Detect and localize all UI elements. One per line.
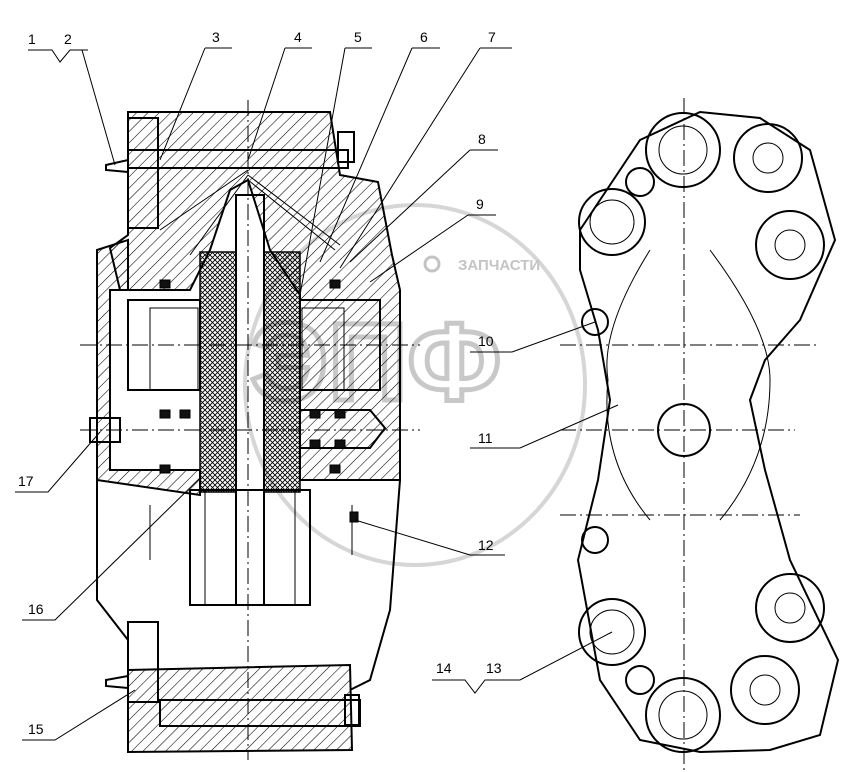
seal-ring bbox=[309, 439, 321, 449]
piston-left bbox=[149, 307, 199, 391]
gear-icon bbox=[423, 255, 441, 273]
cylinder-cone bbox=[299, 409, 387, 449]
caliper-lower-bridge bbox=[127, 663, 354, 754]
callout-5: 5 bbox=[354, 29, 362, 45]
callouts: 1 2 3 4 5 6 7 8 9 10 11 12 14 13 bbox=[15, 29, 619, 741]
disc-hub bbox=[189, 489, 311, 606]
callout-6: 6 bbox=[420, 29, 428, 45]
mount-boss-top-right bbox=[733, 123, 803, 193]
seal-ring bbox=[329, 279, 341, 289]
callout-14: 14 bbox=[436, 660, 452, 676]
callout-3: 3 bbox=[212, 29, 220, 45]
upper-bolt-head bbox=[337, 131, 355, 163]
lower-nut bbox=[127, 621, 159, 703]
caliper-left-wall bbox=[96, 238, 201, 497]
callout-17: 17 bbox=[18, 473, 34, 489]
watermark-brand-text: ЗАПЧАСТИ bbox=[458, 257, 540, 274]
bolt-head-upper bbox=[578, 188, 646, 256]
mount-boss-top-left bbox=[645, 112, 721, 188]
callout-8: 8 bbox=[478, 131, 486, 147]
plug-10 bbox=[581, 308, 609, 336]
bleeder-valve-top bbox=[105, 158, 129, 174]
callout-15: 15 bbox=[28, 721, 44, 737]
screw-upper bbox=[625, 167, 655, 197]
piston-right bbox=[301, 307, 345, 391]
seal-ring bbox=[159, 279, 171, 289]
screw-lower bbox=[625, 665, 655, 695]
callout-1: 1 bbox=[28, 31, 36, 47]
plug-lower bbox=[581, 526, 609, 554]
brake-pad-left bbox=[199, 251, 237, 493]
bleeder-valve-bottom bbox=[105, 674, 129, 690]
mount-boss-bottom-right bbox=[730, 655, 800, 725]
seal-ring bbox=[349, 511, 359, 523]
lower-bolt-head bbox=[344, 694, 360, 726]
seal-ring bbox=[179, 409, 191, 419]
callout-13: 13 bbox=[486, 660, 502, 676]
bolt-head-lower bbox=[578, 598, 646, 666]
side-view bbox=[560, 98, 840, 770]
fluid-channel bbox=[159, 169, 341, 256]
callout-16: 16 bbox=[28, 601, 44, 617]
seal-ring bbox=[159, 464, 171, 474]
mount-boss-bottom-left bbox=[645, 677, 721, 753]
seal-ring bbox=[309, 409, 321, 419]
brake-pad-right bbox=[263, 251, 301, 493]
seal-ring bbox=[334, 409, 346, 419]
seal-ring bbox=[329, 464, 341, 474]
callout-10: 10 bbox=[478, 333, 494, 349]
callout-11: 11 bbox=[478, 430, 493, 446]
callout-2: 2 bbox=[64, 31, 72, 47]
callout-4: 4 bbox=[294, 29, 302, 45]
callout-7: 7 bbox=[488, 29, 496, 45]
mount-boss-mid-right bbox=[755, 210, 825, 280]
caliper-side-outline bbox=[576, 110, 840, 754]
mount-boss-mid-right-lower bbox=[755, 573, 825, 643]
callout-12: 12 bbox=[478, 537, 494, 553]
callout-9: 9 bbox=[476, 196, 484, 212]
section-view bbox=[80, 100, 420, 760]
seal-ring bbox=[159, 409, 171, 419]
seal-ring bbox=[334, 439, 346, 449]
watermark-ring bbox=[243, 203, 587, 567]
